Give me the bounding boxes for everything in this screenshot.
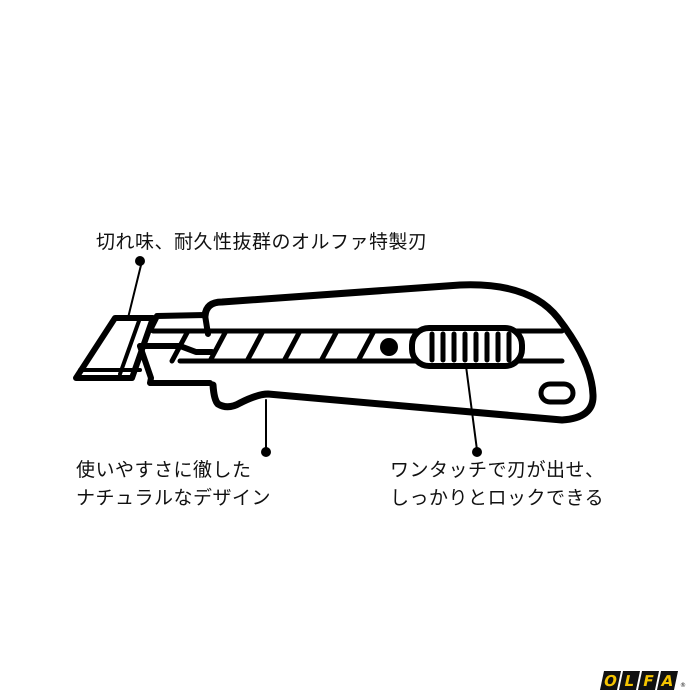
callout-design-text: 使いやすさに徹した ナチュラルなデザイン (76, 456, 271, 512)
logo-tile-f: F (637, 671, 660, 690)
callout-design-line2: ナチュラルなデザイン (76, 487, 272, 509)
callout-lock-line2: しっかりとロックできる (390, 487, 605, 509)
callout-lock-text: ワンタッチで刃が出せ、 しっかりとロックできる (390, 456, 605, 512)
callout-blade-text: 切れ味、耐久性抜群のオルファ特製刃 (96, 231, 428, 253)
logo-tile-a: A (656, 671, 679, 690)
callout-dot-lock (472, 447, 482, 457)
slider-grip-icon (409, 325, 525, 369)
blade-segments (169, 328, 377, 364)
registered-mark: ® (680, 682, 686, 689)
hang-hole-icon (538, 381, 576, 405)
logo-tile-l: L (618, 671, 641, 690)
olfa-logo: O L F A ® (599, 671, 686, 690)
callout-line-blade (127, 260, 143, 319)
callout-line-lock (465, 365, 478, 451)
callout-dot-blade (135, 256, 145, 266)
body-outline (201, 281, 597, 424)
callout-dot-design (261, 447, 271, 457)
rivet-icon (380, 338, 398, 356)
blade-tip-icon (73, 315, 156, 381)
callout-lock-line1: ワンタッチで刃が出せ、 (390, 459, 605, 481)
logo-tile-o: O (599, 671, 622, 690)
callout-design-line1: 使いやすさに徹した (76, 459, 252, 481)
